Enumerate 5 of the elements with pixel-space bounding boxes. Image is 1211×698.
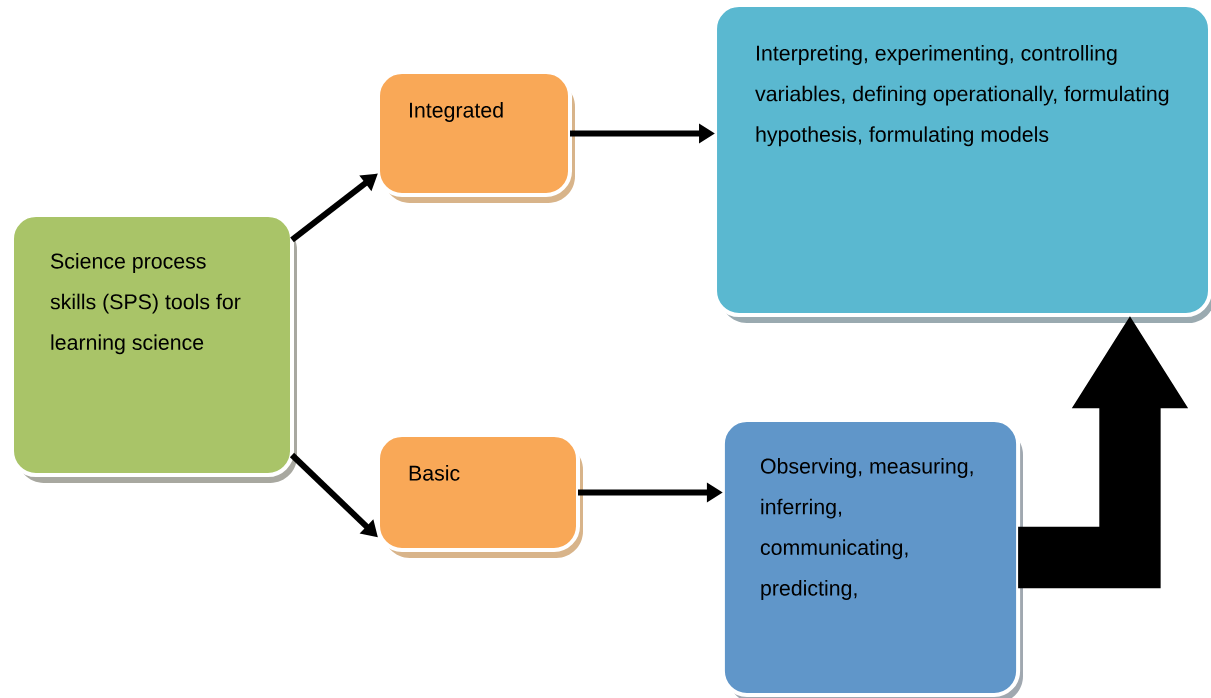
process-box: Science process skills (SPS) tools for learning science	[10, 213, 297, 483]
process-box: Basic	[376, 433, 583, 558]
process-box: Interpreting, experimenting, controlling variables, defining operationally, formulating hypothesis, formulating models	[713, 3, 1211, 323]
process-box: Integrated	[376, 70, 575, 203]
process-box: Observing, measuring, inferring, communicating, predicting,	[720, 418, 1023, 698]
